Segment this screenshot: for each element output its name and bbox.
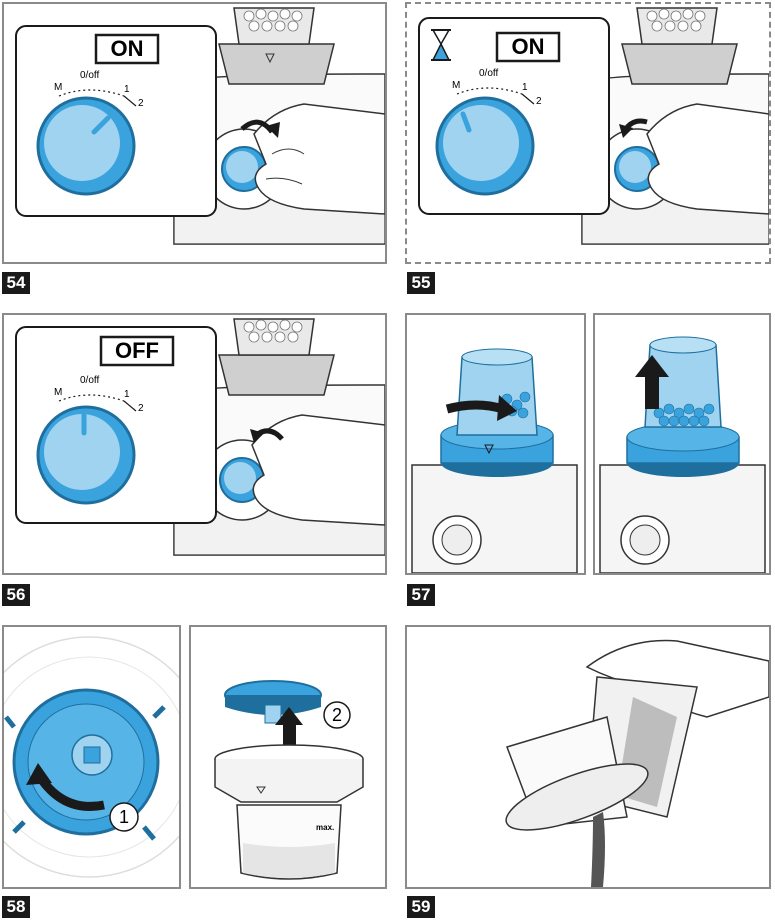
panel-step-54: ON M 0/off 1 2 [2,2,387,264]
dial-label-off: 0/off [80,70,100,81]
dial-label-off: 0/off [479,68,499,79]
panel-step-58-remove: 2 max. [189,625,387,889]
dial-label-1: 1 [522,82,528,93]
dial-label-1: 1 [124,389,130,400]
state-label-on: ON [110,36,144,61]
container-max-label: max. [316,823,335,832]
step-number-54: 54 [2,272,30,294]
step-number-57: 57 [407,584,435,606]
marker-2: 2 [331,705,342,725]
dial-label-m: M [54,82,63,93]
panel-step-57-twist [405,313,586,575]
panel-step-55: ON M 0/off 1 2 [405,2,771,264]
marker-1: 1 [118,807,129,827]
illustration-unlock-blade [4,636,179,878]
dial-label-1: 1 [124,84,130,95]
state-label-off: OFF [115,338,159,363]
arrow-up-icon [635,355,669,409]
panel-step-56: OFF M 0/off 1 2 [2,313,387,575]
illustration-twist-grinder [411,348,578,573]
state-label-on: ON [511,34,545,59]
dial-label-2: 2 [138,98,144,109]
dial-label-m: M [54,387,63,398]
step-number-58: 58 [2,896,30,918]
dial-label-off: 0/off [80,375,100,386]
panel-step-58-unlock: 1 [2,625,181,889]
illustration-pour-out [505,639,769,887]
illustration-dial-on-timer [418,7,769,245]
illustration-remove-blade [214,680,364,880]
illustration-dial-off [15,318,385,556]
step-number-59: 59 [407,896,435,918]
dial-label-m: M [452,80,461,91]
illustration-dial-on [15,7,385,245]
step-number-55: 55 [407,272,435,294]
illustration-lift-grinder [599,336,766,573]
curved-arrow-right-icon [445,400,505,414]
panel-step-57-lift [593,313,771,575]
dial-label-2: 2 [138,403,144,414]
dial-label-2: 2 [536,96,542,107]
hourglass-icon [431,29,451,61]
panel-step-59 [405,625,771,889]
step-number-56: 56 [2,584,30,606]
